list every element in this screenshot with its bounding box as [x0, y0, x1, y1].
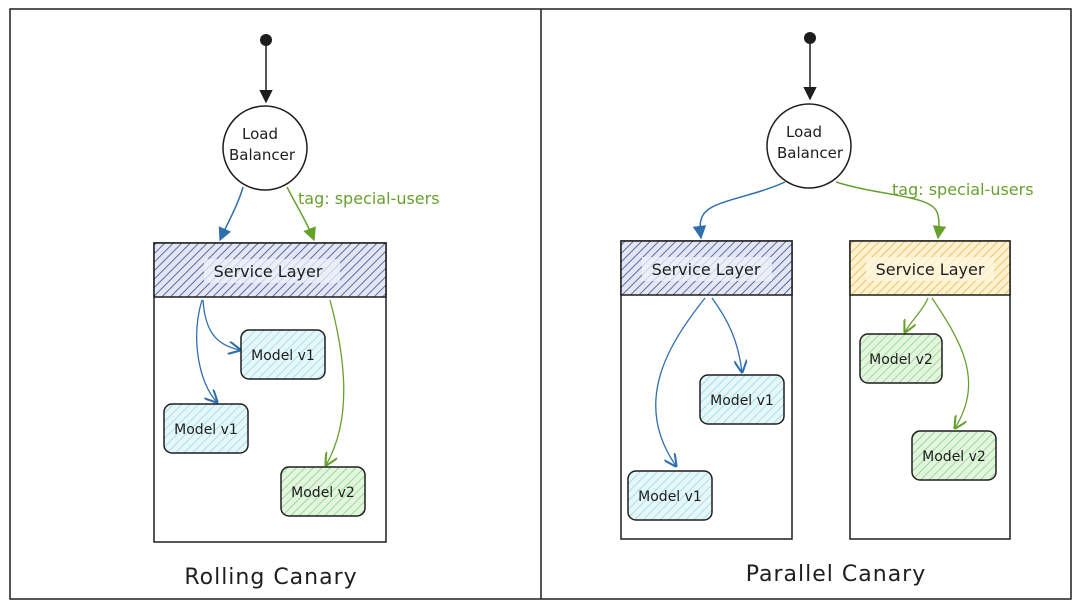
right-blue-service-layer-label: Service Layer — [652, 260, 761, 279]
left-lb-to-service-blue-arrow — [218, 186, 244, 242]
right-model-d-label: Model v2 — [922, 449, 986, 465]
left-service-to-model-b-arrow — [196, 299, 217, 402]
left-lb-to-service-green-arrow — [286, 186, 316, 242]
right-model-a-label: Model v1 — [710, 393, 774, 409]
right-load-balancer — [766, 103, 852, 189]
right-model-a-box — [699, 374, 785, 425]
right-yellow-service-layer-label: Service Layer — [876, 260, 985, 279]
left-model-a-label: Model v1 — [251, 348, 315, 364]
right-model-b-label: Model v1 — [638, 489, 702, 505]
right-blue-service-to-model-b-arrow — [655, 297, 706, 466]
left-caption: Rolling Canary — [184, 565, 357, 590]
right-model-c-box — [859, 333, 943, 384]
right-model-d-box — [911, 430, 997, 481]
right-model-c-label: Model v2 — [869, 352, 933, 368]
right-caption: Parallel Canary — [746, 562, 926, 587]
left-service-to-model-a-arrow — [202, 299, 240, 350]
rolling-canary-panel: Load Balancer tag: special-users Service… — [153, 34, 440, 590]
right-model-b-box — [627, 470, 713, 521]
right-lb-to-blue-service-arrow — [692, 181, 786, 240]
left-entry-dot — [260, 34, 272, 46]
left-load-balancer — [222, 105, 308, 191]
right-lb-label-line1: Load — [786, 123, 822, 141]
left-model-c-box — [280, 466, 366, 517]
left-service-to-model-c-arrow — [326, 299, 345, 465]
right-blue-service-to-model-a-arrow — [711, 297, 742, 372]
right-tag-label: tag: special-users — [892, 180, 1034, 199]
left-model-b-label: Model v1 — [174, 422, 238, 438]
left-model-b-box — [163, 403, 249, 454]
right-lb-to-yellow-service-arrow — [835, 181, 947, 240]
right-yellow-service-to-model-c-arrow — [905, 297, 929, 332]
left-lb-label-line1: Load — [242, 125, 278, 143]
right-entry-dot — [804, 32, 816, 44]
left-model-a-box — [240, 329, 326, 380]
parallel-canary-panel: Load Balancer tag: special-users Service… — [620, 32, 1034, 587]
left-lb-label-line2: Balancer — [229, 146, 296, 164]
left-model-c-label: Model v2 — [291, 485, 355, 501]
left-service-layer-label: Service Layer — [214, 262, 323, 281]
right-lb-label-line2: Balancer — [777, 144, 844, 162]
right-yellow-service-to-model-d-arrow — [931, 297, 970, 428]
left-tag-label: tag: special-users — [298, 189, 440, 208]
